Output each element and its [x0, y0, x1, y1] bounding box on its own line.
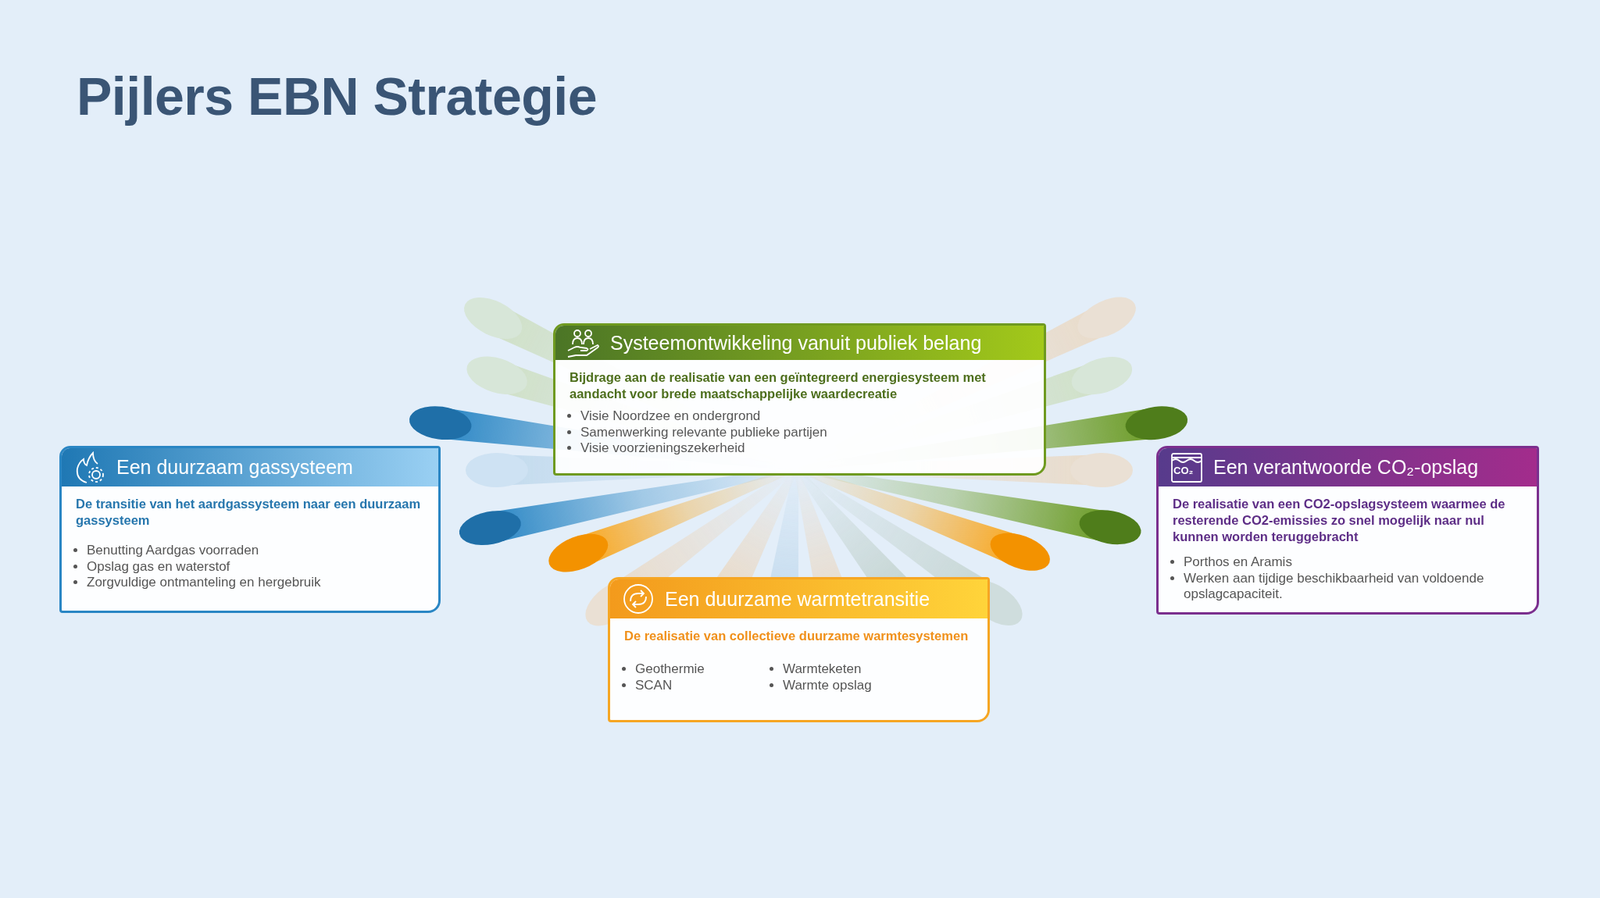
- box-header: Systeemontwikkeling vanuit publiek belan…: [555, 325, 1044, 361]
- flame-gear-icon: [72, 451, 108, 485]
- bullet-item: Visie voorzieningszekerheid: [580, 440, 1030, 458]
- ray-cap: [461, 350, 532, 402]
- bullet-item: Geothermie: [635, 661, 761, 679]
- box-header: Een verantwoorde CO₂-opslag: [1158, 448, 1537, 487]
- box-description: Bijdrage aan de realisatie van een geïnt…: [569, 369, 1030, 403]
- bullet-list: Benutting Aardgas voorradenOpslag gas en…: [75, 542, 425, 592]
- box-header: Een duurzame warmtetransitie: [610, 579, 988, 619]
- ray-cap: [1076, 505, 1144, 550]
- box-heading: Een duurzaam gassysteem: [116, 456, 354, 479]
- pillar-box: Een verantwoorde CO₂-opslag De realisatie…: [1156, 446, 1540, 615]
- bullet-item: Warmte opslag: [782, 678, 909, 695]
- bullet-item: Werken aan tijdige beschikbaarheid van v…: [1183, 571, 1523, 604]
- ray-cap: [465, 453, 529, 488]
- bullet-item: Benutting Aardgas voorraden: [86, 542, 425, 560]
- ray-cap: [1071, 289, 1143, 348]
- pillar-box: Een duurzaam gassysteem De transitie van …: [59, 446, 441, 614]
- pillar-box: Systeemontwikkeling vanuit publiek belan…: [553, 323, 1047, 476]
- bullet-list: GeothermieSCAN WarmteketenWarmte opslag: [624, 661, 909, 694]
- bullet-item: SCAN: [635, 678, 761, 695]
- ray-cap: [456, 506, 525, 550]
- box-description: De realisatie van collectieve duurzame w…: [624, 628, 974, 645]
- box-heading: Systeemontwikkeling vanuit publiek belan…: [610, 332, 982, 355]
- ray-cap: [457, 289, 529, 348]
- box-body: De transitie van het aardgassysteem naar…: [61, 486, 439, 601]
- heat-cycle-icon: [621, 582, 656, 616]
- bullet-item: Visie Noordzee en ondergrond: [580, 408, 1030, 425]
- ray-cap: [407, 403, 474, 444]
- bullet-item: Porthos en Aramis: [1183, 554, 1523, 572]
- box-description: De transitie van het aardgassysteem naar…: [75, 496, 425, 529]
- box-body: De realisatie van een CO2-opslagsysteem …: [1158, 486, 1537, 613]
- bullet-list: Visie Noordzee en ondergrondSamenwerking…: [569, 408, 1030, 458]
- box-body: Bijdrage aan de realisatie van een geïnt…: [555, 360, 1044, 467]
- box-header: Een duurzaam gassysteem: [61, 448, 439, 487]
- bullet-item: Zorgvuldige ontmanteling en hergebruik: [86, 575, 425, 592]
- bullet-list: Porthos en AramisWerken aan tijdige besc…: [1172, 554, 1523, 604]
- box-heading: Een duurzame warmtetransitie: [664, 588, 930, 611]
- faded-rays: [457, 289, 1143, 636]
- pillar-box: Een duurzame warmtetransitie De realisati…: [607, 577, 990, 723]
- ray-cap: [1123, 403, 1190, 444]
- bullet-item: Warmteketen: [782, 661, 909, 679]
- diagram-title: Pijlers EBN Strategie: [76, 65, 597, 127]
- ray-cap: [985, 525, 1056, 579]
- ray-cap: [1067, 350, 1137, 401]
- box-heading: Een verantwoorde CO₂-opslag: [1213, 456, 1479, 479]
- box-body: De realisatie van collectieve duurzame w…: [610, 618, 988, 704]
- ray-cap: [542, 526, 614, 580]
- bullet-item: Opslag gas en waterstof: [86, 559, 425, 576]
- box-description: De realisatie van een CO2-opslagsysteem …: [1172, 496, 1523, 546]
- ray-cap: [1070, 453, 1133, 488]
- bullet-item: Samenwerking relevante publieke partijen: [580, 425, 1030, 442]
- icon-label: CO₂: [1173, 464, 1193, 477]
- people-hand-icon: [566, 327, 601, 359]
